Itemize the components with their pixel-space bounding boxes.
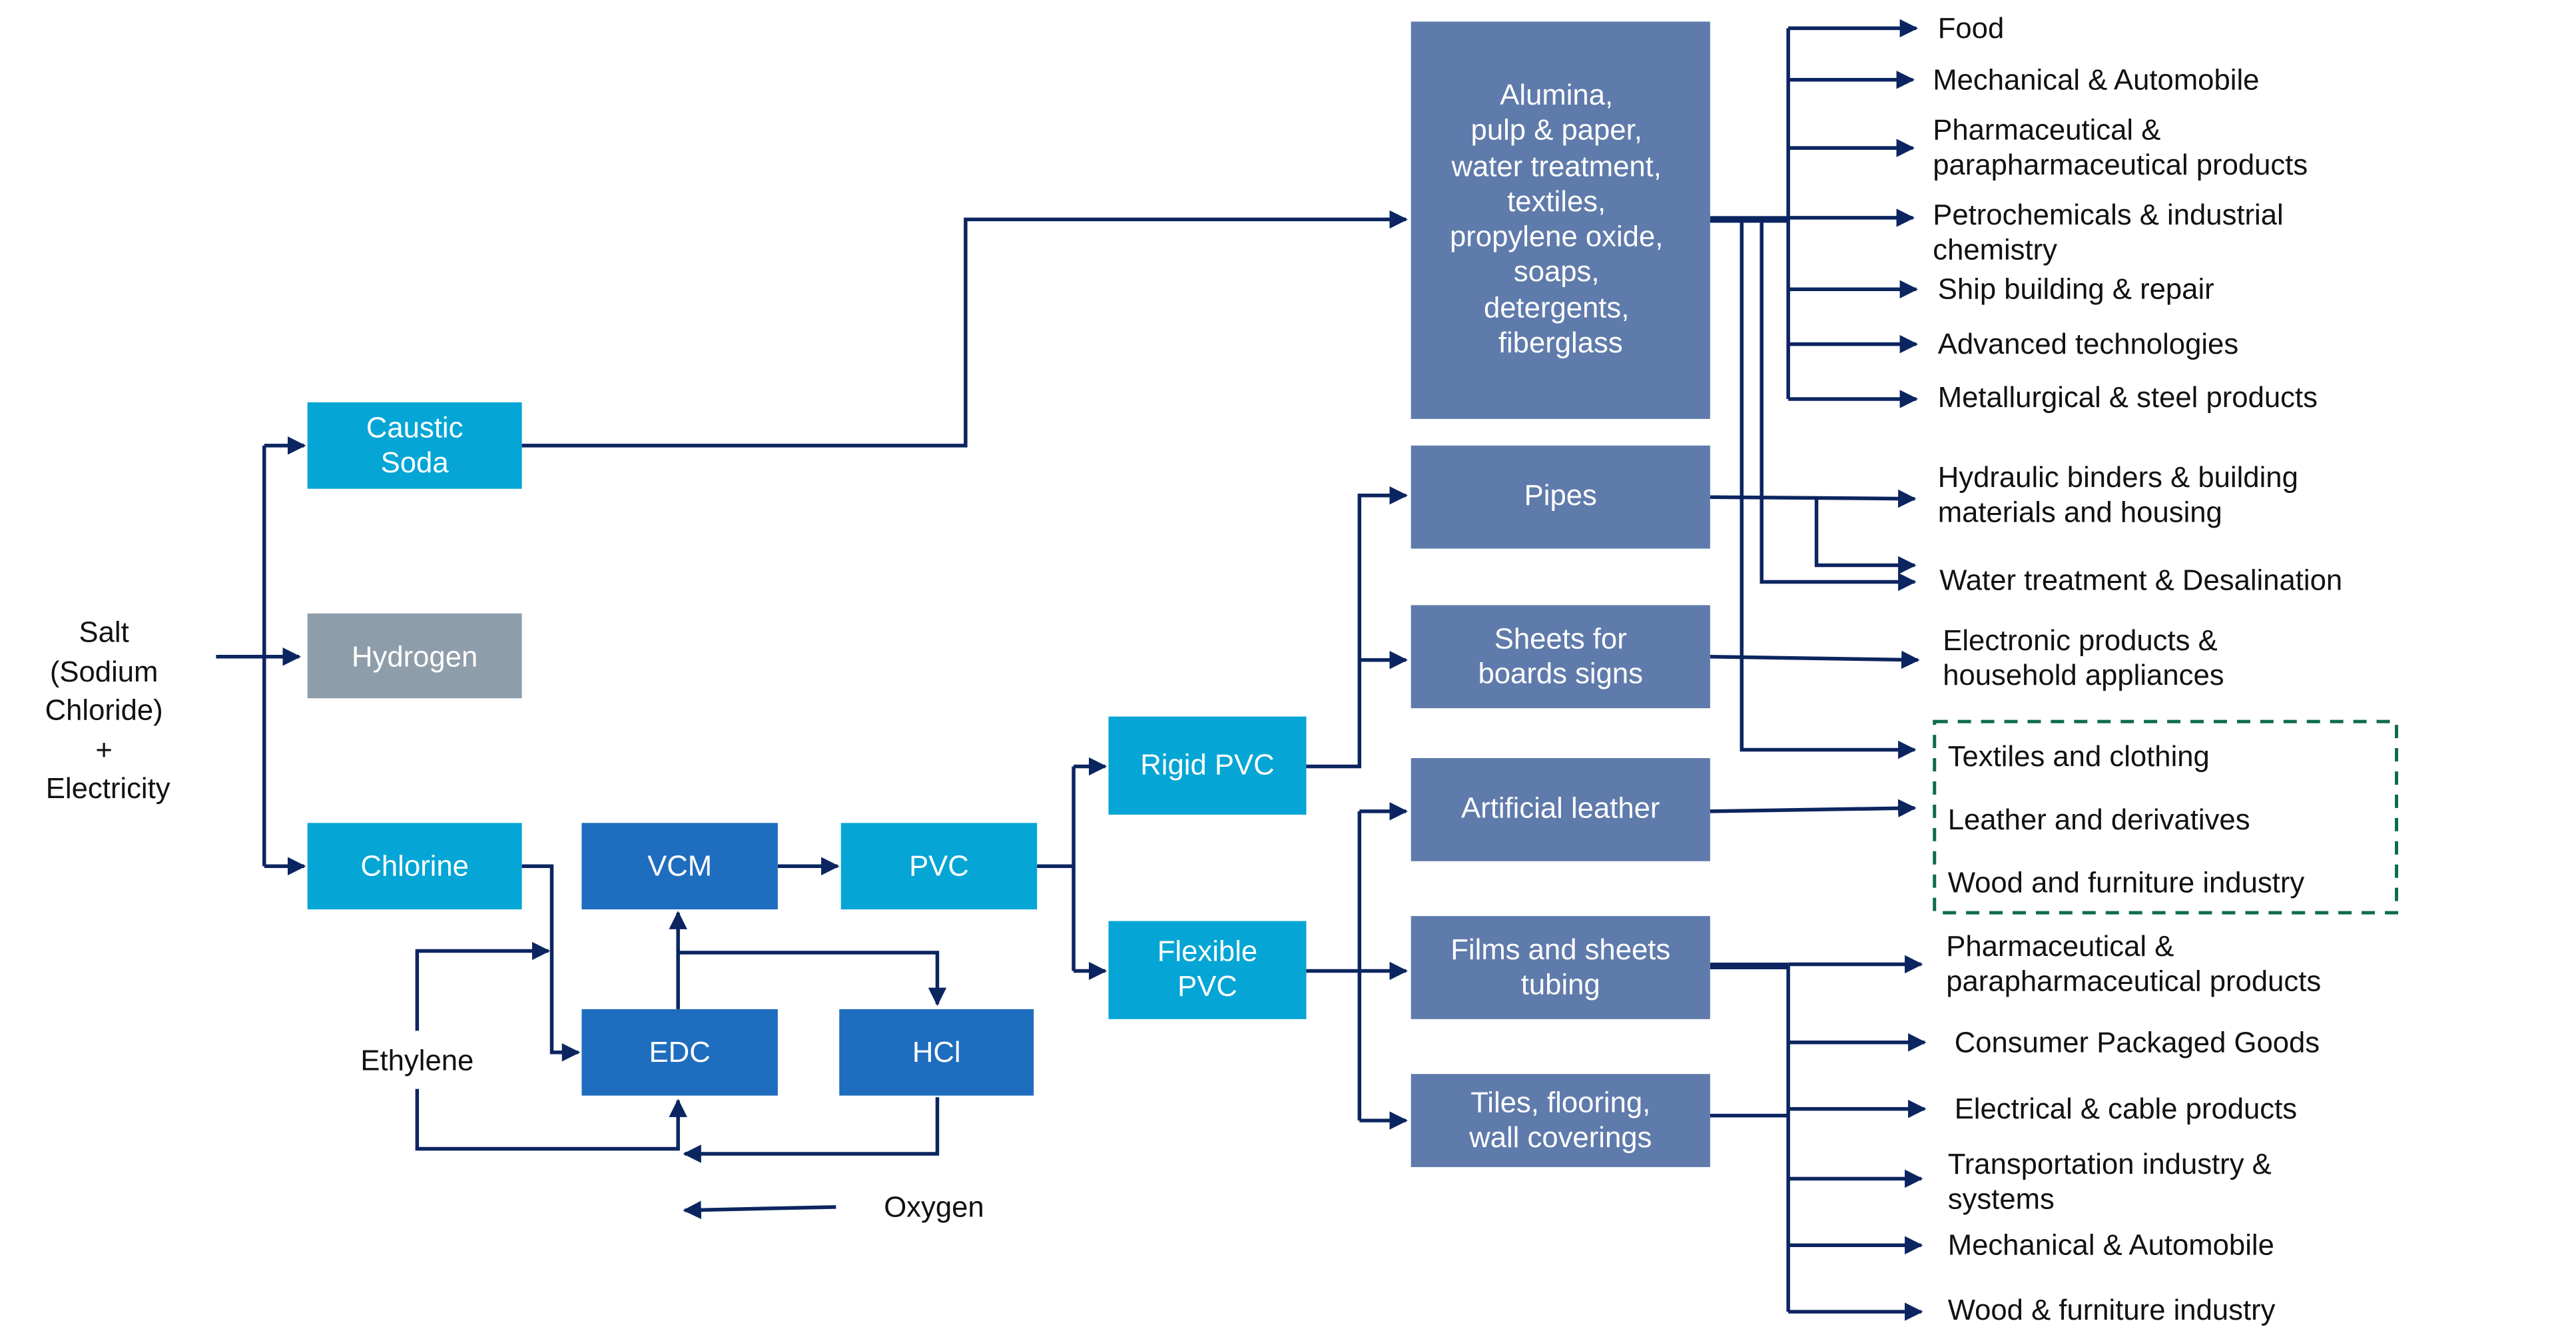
connector-hcl-return (683, 1097, 940, 1163)
label-oxygen: Oxygen (884, 1190, 984, 1223)
dashed-group-box: Textiles and clothing Leather and deriva… (1933, 719, 2398, 915)
end-market-mechanical-automobile-2: Mechanical & Automobile (1948, 1229, 2274, 1262)
end-market-water-treatment: Water treatment & Desalination (1939, 564, 2342, 596)
connector-rigid-split (1306, 486, 1408, 769)
svg-text:HCl: HCl (912, 1036, 961, 1069)
connector-vcm-to-hcl (678, 951, 947, 1007)
end-market-electrical-cable: Electrical & cable products (1955, 1093, 2297, 1125)
svg-text:Artificial leather: Artificial leather (1461, 791, 1660, 824)
box-chlorine[interactable]: Chlorine (307, 823, 522, 910)
connector-pvc-split (1037, 766, 1076, 971)
connector-uses-to-textiles (1740, 219, 1917, 759)
end-market-electronic: Electronic products &household appliance… (1943, 624, 2224, 691)
svg-text:Alumina, pulp & paper,: Alumina, pulp & paper, water treatment, … (1450, 79, 1672, 359)
svg-text:EDC: EDC (649, 1036, 711, 1069)
box-edc[interactable]: EDC (581, 1009, 778, 1096)
box-pvc[interactable]: PVC (840, 823, 1038, 910)
connector-sheets-to-electronic (1710, 650, 1920, 669)
box-rigid-pvc[interactable]: Rigid PVC (1108, 716, 1307, 815)
box-vcm[interactable]: VCM (581, 823, 778, 910)
end-market-textiles: Textiles and clothing (1948, 740, 2210, 773)
input-salt-electricity: Salt (Sodium Chloride) + Electricity (45, 616, 171, 805)
label-ethylene: Ethylene (360, 1045, 474, 1077)
end-market-mechanical-automobile: Mechanical & Automobile (1933, 63, 2259, 96)
box-pipes[interactable]: Pipes (1411, 445, 1710, 549)
connector-pipes-to-hydraulic (1710, 489, 1917, 508)
end-market-leather: Leather and derivatives (1948, 803, 2250, 836)
end-market-pharmaceutical: Pharmaceutical &parapharmaceutical produ… (1933, 113, 2308, 181)
end-market-advanced-tech: Advanced technologies (1938, 328, 2238, 360)
connector-ethylene-top (415, 941, 551, 1031)
end-market-metallurgical: Metallurgical & steel products (1938, 381, 2318, 414)
connector-flexible-trunk (1306, 811, 1362, 1121)
end-market-food: Food (1938, 12, 2005, 45)
connector-leather-to-dashed (1710, 799, 1917, 818)
end-market-transportation: Transportation industry &systems (1948, 1147, 2272, 1214)
end-market-cpg: Consumer Packaged Goods (1955, 1026, 2320, 1059)
svg-text:Chlorine: Chlorine (360, 850, 469, 883)
end-market-ship-building: Ship building & repair (1938, 273, 2214, 306)
connector-pipes-to-water (1814, 498, 1917, 575)
end-market-wood-furniture: Wood and furniture industry (1948, 867, 2305, 899)
end-market-wood-furniture-2: Wood & furniture industry (1948, 1294, 2276, 1326)
end-market-pharmaceutical-2: Pharmaceutical &parapharmaceutical produ… (1946, 930, 2321, 997)
box-tiles-flooring[interactable]: Tiles, flooring,wall coverings (1411, 1074, 1710, 1167)
connector-caustic-to-uses (521, 210, 1408, 448)
connector-chlorine-to-edc (521, 864, 581, 1062)
box-caustic-uses[interactable]: Alumina, pulp & paper, water treatment, … (1411, 21, 1710, 419)
svg-text:Rigid PVC: Rigid PVC (1140, 748, 1274, 781)
svg-text:Pipes: Pipes (1524, 479, 1597, 512)
svg-text:PVC: PVC (909, 850, 969, 883)
box-artificial-leather[interactable]: Artificial leather (1411, 758, 1710, 861)
box-hcl[interactable]: HCl (839, 1009, 1034, 1096)
end-markets-flexible-group: Pharmaceutical &parapharmaceutical produ… (1946, 930, 2321, 1327)
svg-text:Hydrogen: Hydrogen (352, 640, 478, 673)
connectors (216, 19, 1927, 1321)
box-hydrogen[interactable]: Hydrogen (307, 613, 522, 699)
connector-ethylene-bottom (415, 1089, 687, 1151)
end-markets-caustic-group: Food Mechanical & Automobile Pharmaceuti… (1933, 12, 2318, 414)
svg-text:Tiles, flooring,wall coverings: Tiles, flooring,wall coverings (1468, 1086, 1652, 1153)
connector-oxygen (683, 1200, 836, 1220)
connector-uses-to-water (1760, 219, 1917, 592)
svg-text:VCM: VCM (647, 850, 712, 883)
